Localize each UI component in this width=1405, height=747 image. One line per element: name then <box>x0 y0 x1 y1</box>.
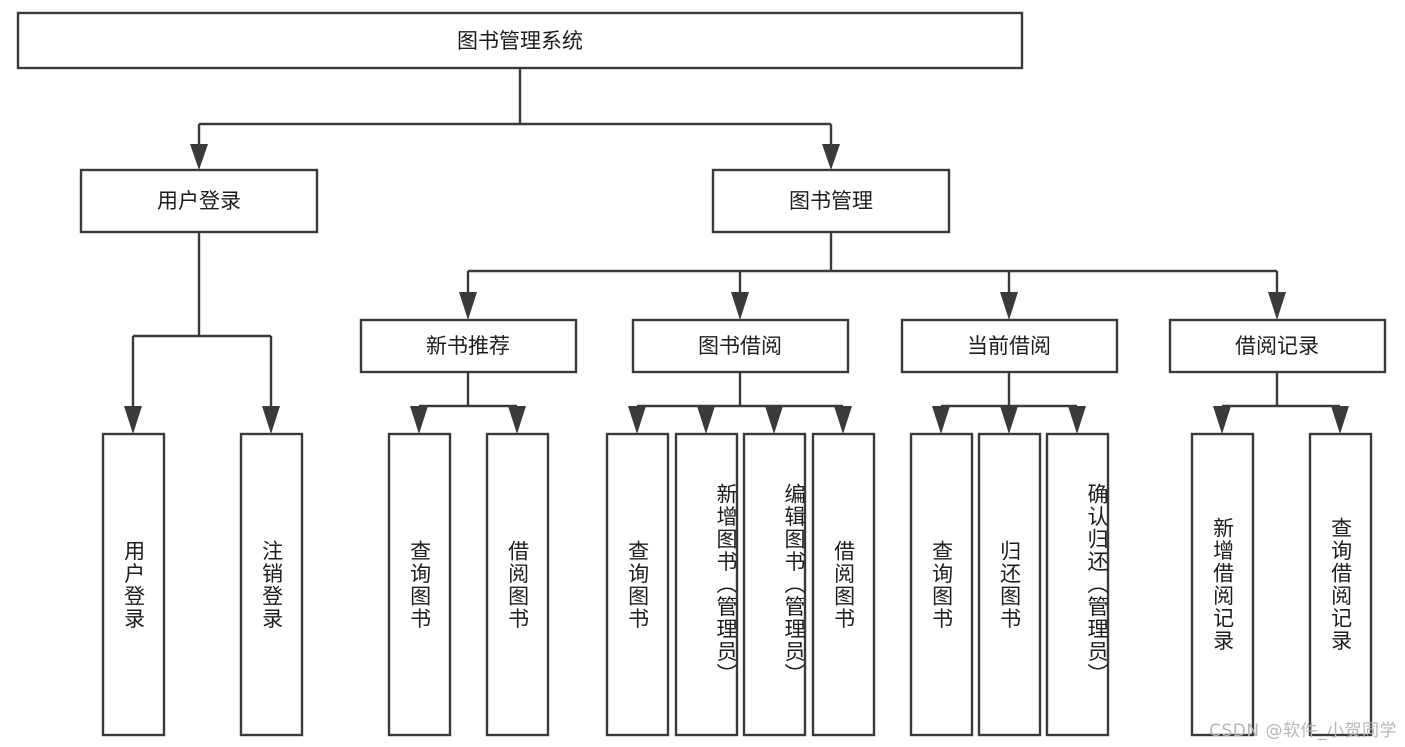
connector-bookmgmt-to-level3 <box>459 232 1286 320</box>
leaf-user-login-0[interactable] <box>101 432 166 737</box>
leaf-book-borrow-3[interactable] <box>811 432 876 737</box>
node-root[interactable]: 图书管理系统 <box>16 11 1024 70</box>
leaf-current-borrow-0[interactable] <box>909 432 974 737</box>
leaf-current-borrow-2[interactable] <box>1045 432 1110 737</box>
node-root-label: 图书管理系统 <box>457 29 583 53</box>
node-book-management-label: 图书管理 <box>789 189 873 213</box>
leaf-new-book-1[interactable] <box>485 432 550 737</box>
connector-currentborrow-to-leaves <box>932 372 1086 434</box>
connector-root-to-level2 <box>190 68 840 170</box>
connector-bookborrow-to-leaves <box>628 372 852 434</box>
leaf-book-borrow-2[interactable] <box>742 432 807 737</box>
connector-newbook-to-leaves <box>410 372 526 434</box>
connector-borrowrecord-to-leaves <box>1213 372 1349 434</box>
leaf-book-borrow-1[interactable] <box>674 432 739 737</box>
node-borrow-record-label: 借阅记录 <box>1235 334 1319 358</box>
leaf-borrow-record-1[interactable] <box>1308 432 1373 737</box>
csdn-watermark: CSDN @软件_小贺同学 <box>1209 721 1397 741</box>
node-new-book-recommend-label: 新书推荐 <box>426 334 510 358</box>
node-current-borrow[interactable]: 当前借阅 <box>900 318 1119 374</box>
node-user-login-label: 用户登录 <box>157 189 241 213</box>
leaf-book-borrow-0[interactable] <box>605 432 670 737</box>
leaf-user-login-1[interactable] <box>239 432 304 737</box>
node-new-book-recommend[interactable]: 新书推荐 <box>359 318 578 374</box>
node-borrow-record[interactable]: 借阅记录 <box>1168 318 1387 374</box>
leaf-borrow-record-0[interactable] <box>1190 432 1255 737</box>
node-book-borrow[interactable]: 图书借阅 <box>631 318 850 374</box>
connector-userlogin-to-leaves <box>124 232 280 434</box>
node-current-borrow-label: 当前借阅 <box>967 334 1051 358</box>
node-book-borrow-label: 图书借阅 <box>698 334 782 358</box>
node-book-management[interactable]: 图书管理 <box>711 168 951 234</box>
leaf-new-book-0[interactable] <box>387 432 452 737</box>
node-user-login[interactable]: 用户登录 <box>79 168 319 234</box>
leaf-current-borrow-1[interactable] <box>977 432 1042 737</box>
